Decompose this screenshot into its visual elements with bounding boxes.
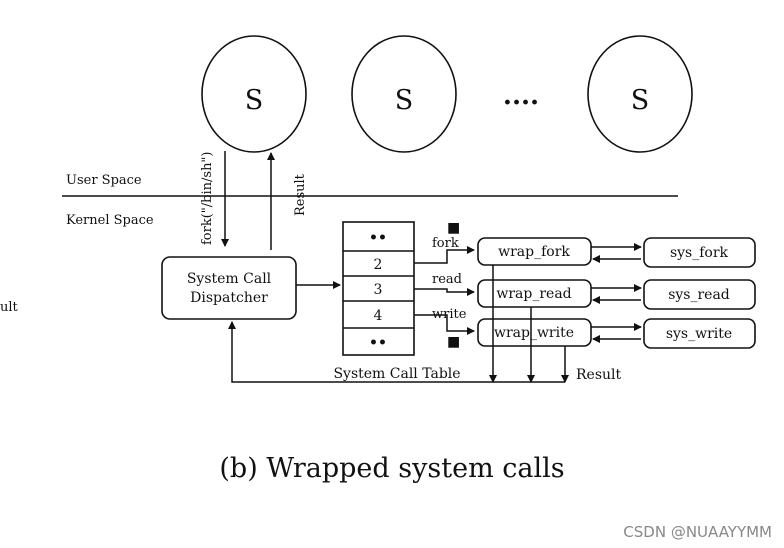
dispatcher-line-2: Dispatcher <box>190 290 268 306</box>
result-bottom-label: Result <box>576 367 622 383</box>
wrapper-fork: wrap_fork <box>477 237 592 266</box>
call-name-read: read <box>432 272 462 287</box>
sys-write-label: sys_write <box>666 326 732 342</box>
read-entry-arrow <box>414 288 475 296</box>
process-1-symbol: S <box>245 85 264 116</box>
sys-read-label: sys_read <box>668 287 730 303</box>
process-ellipsis: .... <box>503 81 539 111</box>
system-call-dispatcher: System Call Dispatcher <box>161 256 297 320</box>
wrapper-read: wrap_read <box>477 279 592 308</box>
table-cell: 2 <box>374 257 383 273</box>
sys-fork-label: sys_fork <box>670 245 729 261</box>
wrapper-write-label: wrap_write <box>494 325 574 341</box>
table-cell: •• <box>369 230 387 246</box>
table-cell: 3 <box>374 282 383 298</box>
process-2-symbol: S <box>395 85 414 116</box>
table-cell: •• <box>369 335 387 351</box>
write-entry-arrow <box>414 314 475 335</box>
wrapper-fork-label: wrap_fork <box>498 244 570 260</box>
wrapper-write: wrap_write <box>477 318 592 347</box>
process-1: S <box>201 35 307 153</box>
dispatcher-line-1: System Call <box>187 271 272 287</box>
sys-write: sys_write <box>643 318 756 349</box>
sys-fork: sys_fork <box>643 237 756 268</box>
result-return-path <box>228 321 565 383</box>
figure-caption: (b) Wrapped system calls <box>219 453 564 484</box>
user-space-label: User Space <box>66 173 142 188</box>
table-caption: System Call Table <box>333 366 460 382</box>
kernel-space-label: Kernel Space <box>66 213 154 228</box>
wrapper-read-label: wrap_read <box>496 286 571 302</box>
result-left-label: ult <box>0 300 19 315</box>
system-call-table: •• 2 3 4 •• <box>342 221 415 356</box>
table-cell: 4 <box>374 308 383 324</box>
process-n: S <box>587 35 693 153</box>
process-2: S <box>351 35 457 153</box>
ellipsis-bottom: ■ <box>447 334 460 350</box>
call-name-fork: fork <box>432 236 459 251</box>
call-name-write: write <box>432 307 467 322</box>
sys-read: sys_read <box>643 279 756 310</box>
syscall-label: fork("/bin/sh") <box>200 152 215 246</box>
ellipsis-top: ■ <box>447 220 460 236</box>
watermark: CSDN @NUAAYYMM <box>623 523 772 541</box>
fork-entry-arrow <box>414 246 475 264</box>
process-n-symbol: S <box>631 85 650 116</box>
result-up-label: Result <box>293 173 308 216</box>
